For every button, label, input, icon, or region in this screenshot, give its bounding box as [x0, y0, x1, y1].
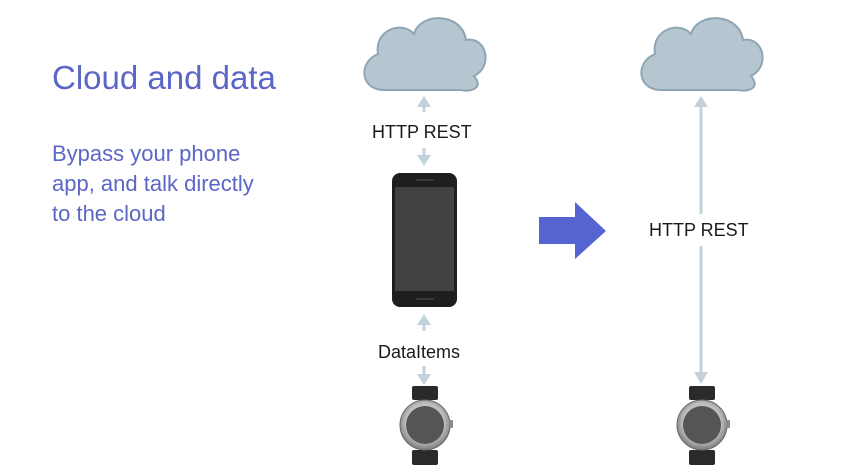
- left-watch-icon: [399, 386, 453, 465]
- right-watch-icon: [676, 386, 730, 465]
- slide-subtitle: Bypass your phone app, and talk directly…: [52, 139, 312, 229]
- subtitle-line: Bypass your phone: [52, 141, 241, 166]
- right-connector: [694, 96, 708, 384]
- subtitle-line: to the cloud: [52, 201, 166, 226]
- right-arrow-icon: [539, 202, 606, 259]
- slide-title: Cloud and data: [52, 59, 276, 96]
- http-rest-label-left: HTTP REST: [372, 122, 472, 142]
- subtitle-line: app, and talk directly: [52, 171, 254, 196]
- left-cloud-icon: [363, 17, 487, 92]
- left-upper-connector: [417, 96, 431, 166]
- dataitems-label: DataItems: [378, 342, 461, 362]
- http-rest-label-right: HTTP REST: [649, 220, 749, 240]
- phone-icon: [392, 173, 457, 307]
- left-lower-connector: [417, 314, 431, 385]
- right-cloud-icon: [640, 17, 764, 92]
